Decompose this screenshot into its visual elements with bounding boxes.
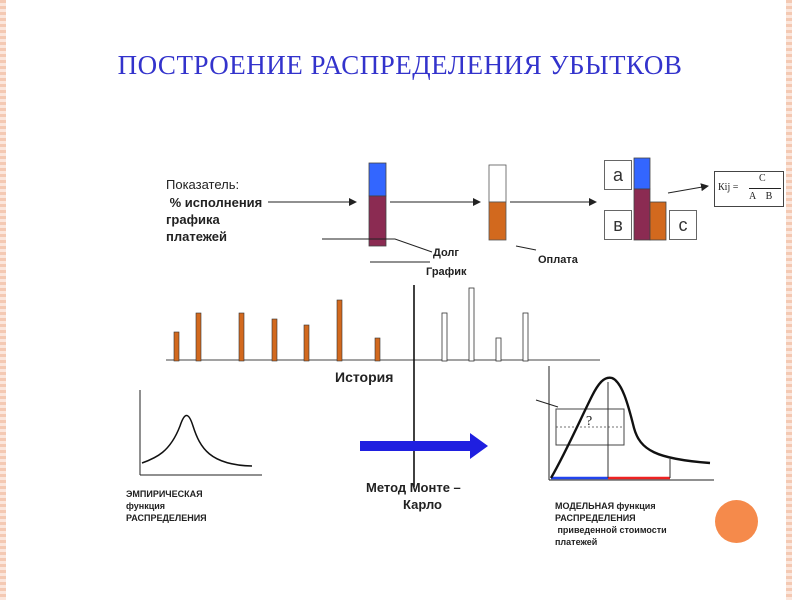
history-label: История (335, 369, 394, 385)
model-question-mark: ? (586, 414, 593, 429)
model-label-line4: платежей (555, 537, 598, 547)
history-bar (303, 324, 310, 362)
debt-leader-line (322, 238, 433, 253)
bar2-empty-segment (488, 164, 507, 203)
model-label-line3: приведенной стоимости (555, 525, 667, 535)
empirical-curve (141, 414, 253, 467)
box-label-b: в (604, 210, 632, 240)
bar3-blue-segment (633, 157, 651, 190)
history-bar (336, 299, 343, 362)
indicator-value-line2: графика (166, 212, 220, 227)
bar3-maroon-segment (633, 188, 651, 241)
payment-label: Оплата (538, 254, 578, 266)
history-bar (374, 337, 381, 362)
bar3-orange-segment (649, 201, 667, 241)
model-label-line2: РАСПРЕДЕЛЕНИЯ (555, 513, 636, 523)
bar1-maroon-segment (368, 195, 387, 247)
simulated-bar (441, 312, 448, 362)
monte-carlo-label-line2: Карло (403, 497, 442, 512)
model-curve (549, 376, 711, 479)
formula-box: Кij = C A B (714, 171, 784, 207)
box-label-a: а (604, 160, 632, 190)
debt-label: Долг (433, 247, 459, 259)
bar2-orange-segment (488, 201, 507, 241)
formula-denominator: A B (749, 191, 773, 202)
history-bar (173, 331, 180, 362)
empirical-label-line2: функция (126, 501, 166, 511)
simulated-bar (468, 287, 475, 362)
decorative-orange-circle (715, 500, 758, 543)
decorative-border-right (786, 0, 792, 600)
payment-leader-line (515, 245, 537, 251)
empirical-label-line3: РАСПРЕДЕЛЕНИЯ (126, 513, 207, 523)
model-y-pointer (535, 399, 559, 408)
history-bar (195, 312, 202, 362)
history-bar (271, 318, 278, 362)
indicator-value-line3: платежей (166, 229, 228, 244)
monte-carlo-arrow-head (470, 433, 488, 459)
schedule-label: График (426, 266, 467, 278)
empirical-label-line1: ЭМПИРИЧЕСКАЯ (126, 489, 203, 499)
bar1-blue-segment (368, 162, 387, 197)
simulated-bar (495, 337, 502, 362)
model-label-line1: МОДЕЛЬНАЯ функция (555, 501, 656, 511)
indicator-label: Показатель: (166, 177, 240, 192)
formula-numerator: C (759, 173, 766, 184)
formula-lhs: Кij = (718, 182, 739, 193)
arrow-to-formula (667, 183, 709, 194)
decorative-border-left (0, 0, 6, 600)
box-label-c: с (669, 210, 697, 240)
formula-fraction-bar (749, 188, 781, 189)
monte-carlo-label-line1: Метод Монте – (366, 480, 461, 495)
monte-carlo-arrow-shaft (360, 441, 470, 451)
indicator-value-line1: % исполнения (166, 195, 263, 210)
history-bar (238, 312, 245, 362)
slide-title: ПОСТРОЕНИЕ РАСПРЕДЕЛЕНИЯ УБЫТКОВ (117, 50, 683, 80)
simulated-bar (522, 312, 529, 362)
